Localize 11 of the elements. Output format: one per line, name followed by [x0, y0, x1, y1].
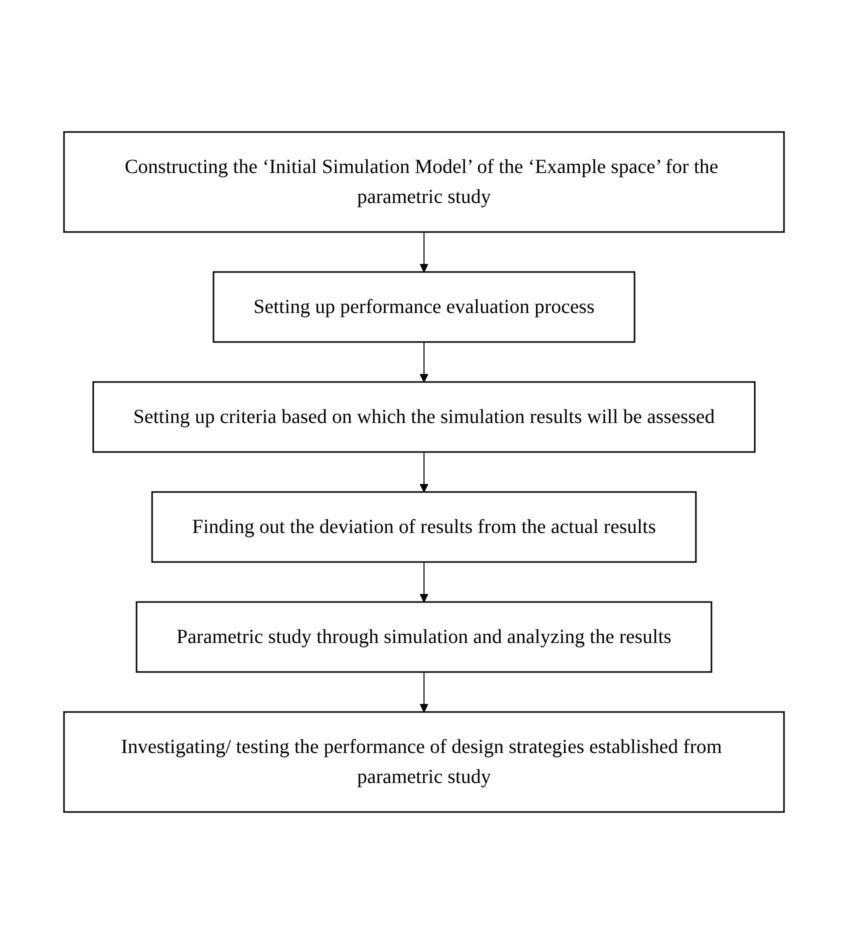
node-box: Parametric study through simulation and analyzing the results: [135, 601, 712, 673]
arrow: [419, 672, 428, 712]
node-box: Finding out the deviation of results from the actual results: [150, 491, 696, 563]
arrow: [419, 452, 428, 492]
node-box: Setting up performance evaluation process: [212, 271, 635, 343]
node-box: Investigating/ testing the performance of design strategies established from parametric study: [62, 711, 784, 813]
node-box: Setting up criteria based on which the simulation results will be assessed: [92, 381, 756, 453]
arrow: [419, 562, 428, 602]
arrow: [419, 232, 428, 272]
arrow: [419, 342, 428, 382]
node-box: Constructing the ‘Initial Simulation Model’ of the ‘Example space’ for the parametric study: [62, 131, 784, 233]
